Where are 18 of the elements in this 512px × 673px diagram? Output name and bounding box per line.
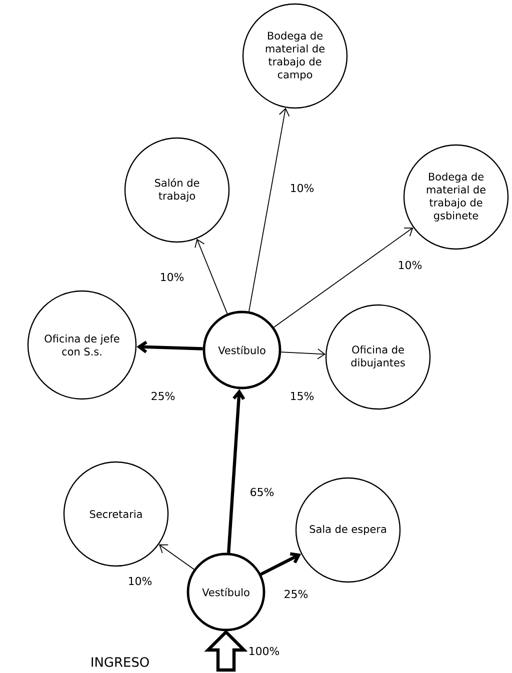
arrow bbox=[158, 544, 194, 570]
arrow bbox=[136, 340, 203, 354]
edge-label: 25% bbox=[284, 590, 308, 598]
edge-label: 10% bbox=[399, 260, 422, 270]
edge-label: 15% bbox=[291, 392, 314, 400]
edge-label: 10% bbox=[291, 184, 314, 192]
arrow bbox=[273, 228, 414, 328]
edge-label: 10% bbox=[161, 272, 184, 282]
arrow bbox=[248, 108, 290, 312]
arrow bbox=[194, 238, 228, 314]
edge-label: 65% bbox=[250, 488, 274, 496]
edge-label: 25% bbox=[152, 392, 175, 400]
edge-label: 100% bbox=[250, 646, 280, 656]
edge-label: 10% bbox=[129, 576, 152, 586]
arrow bbox=[227, 389, 246, 553]
entrance-label: INGRESO bbox=[92, 657, 149, 667]
arrow bbox=[280, 348, 326, 360]
arrow bbox=[260, 552, 302, 576]
